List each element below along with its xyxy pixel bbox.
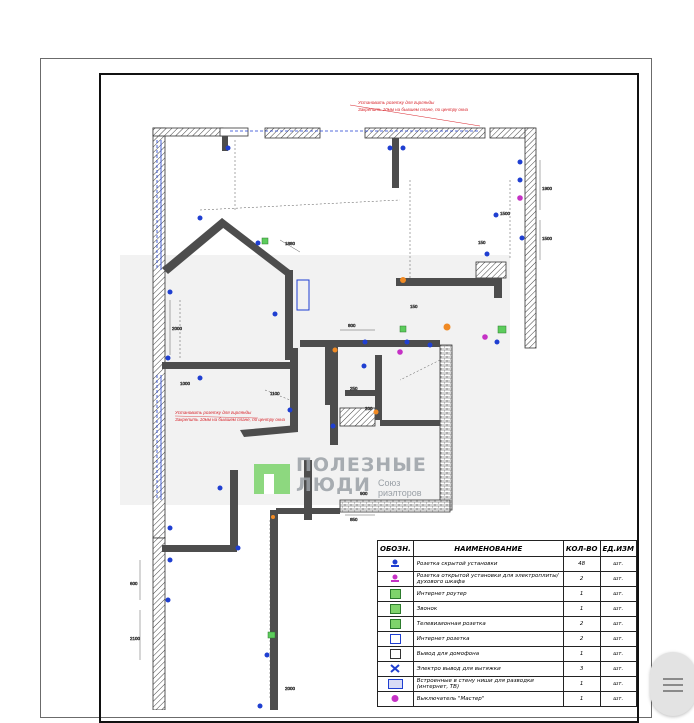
legend-header-row: ОБОЗН. НАИМЕНОВАНИЕ КОЛ-ВО ЕД.ИЗМ [377, 540, 638, 557]
svg-text:2000: 2000 [285, 686, 296, 691]
logo-house-icon [254, 464, 290, 494]
svg-text:850: 850 [350, 517, 358, 522]
watermark-word-2: ЛЮДИ [296, 474, 371, 496]
legend-item-unit: шт. [599, 586, 638, 602]
svg-text:Установить розетку для гирлянд: Установить розетку для гирлянды [358, 100, 435, 105]
svg-text:600: 600 [130, 581, 138, 586]
legend-item-name: Розетка открытой установки для электропл… [412, 571, 564, 587]
doorbell-icon [377, 601, 414, 617]
menu-line-icon [663, 678, 683, 680]
svg-text:200: 200 [365, 406, 373, 411]
magenta-socket-icon [377, 571, 414, 587]
intercom-icon [377, 646, 414, 662]
legend-item-qty: 1 [562, 601, 601, 617]
legend-item-qty: 1 [562, 691, 601, 707]
watermark-logo: ПОЛЕЗНЫЕ ЛЮДИ Союз риэлторов [254, 454, 444, 498]
legend-item-unit: шт. [599, 601, 638, 617]
legend-item-unit: шт. [599, 646, 638, 662]
magenta-markers [397, 195, 523, 355]
legend-row: Розетка открытой установки для электропл… [377, 571, 638, 587]
router-icon [377, 586, 414, 602]
legend-row: Розетка скрытой установки 48 шт. [377, 556, 638, 572]
legend-item-name: Электро вывод для вытяжки [412, 661, 564, 677]
tv-socket-icon [377, 616, 414, 632]
svg-text:Закрепить 10мм на бывшем плане: Закрепить 10мм на бывшем плане, по центр… [358, 107, 469, 112]
legend-item-qty: 3 [562, 661, 601, 677]
svg-text:Закрепить 10мм на бывшем плане: Закрепить 10мм на бывшем плане, по центр… [175, 417, 286, 422]
green-markers [261, 237, 507, 639]
cable-routes [179, 140, 511, 700]
legend-row: Звонок 1 шт. [377, 601, 638, 617]
legend-row: Встроенные в стену ниши для разводки (ин… [377, 676, 638, 692]
legend-row: Интернет роутер 1 шт. [377, 586, 638, 602]
legend-row: Телевизионная розетка 2 шт. [377, 616, 638, 632]
socket-markers [165, 145, 525, 709]
legend-item-unit: шт. [599, 691, 638, 707]
legend-row: Электро вывод для вытяжки 3 шт. [377, 661, 638, 677]
svg-text:800: 800 [348, 323, 356, 328]
legend-item-qty: 2 [562, 631, 601, 647]
watermark-word-1: ПОЛЕЗНЫЕ [296, 454, 427, 476]
watermark-sub-1: Союз [378, 478, 401, 488]
red-notes: Установить розетку для гирлянды Закрепит… [174, 100, 481, 422]
windows [156, 130, 480, 500]
legend-header-symbol: ОБОЗН. [377, 540, 414, 557]
menu-fab-button[interactable] [650, 652, 694, 716]
legend-item-name: Розетка скрытой установки [412, 556, 564, 572]
legend-item-qty: 2 [562, 616, 601, 632]
hood-outlet-icon [377, 661, 414, 677]
orange-markers [271, 277, 451, 519]
legend-item-unit: шт. [599, 631, 638, 647]
legend-row: Вывод для домофона 1 шт. [377, 646, 638, 662]
svg-text:2100: 2100 [130, 636, 141, 641]
legend-header-qty: КОЛ-ВО [562, 540, 601, 557]
legend-item-qty: 1 [562, 586, 601, 602]
legend-item-name: Интернет роутер [412, 586, 564, 602]
legend-item-qty: 48 [562, 556, 601, 572]
legend-item-qty: 2 [562, 571, 601, 587]
legend-item-unit: шт. [599, 661, 638, 677]
menu-line-icon [663, 690, 683, 692]
svg-text:900: 900 [360, 491, 368, 496]
svg-text:1100: 1100 [270, 391, 280, 396]
dimension-annotations: 1900 1500 2000 800 850 1880 600 2100 150… [130, 160, 553, 691]
legend-item-unit: шт. [599, 571, 638, 587]
svg-text:Установить розетку для гирлянд: Установить розетку для гирлянды [175, 410, 252, 415]
legend-item-name: Выключатель "Мастер" [412, 691, 564, 707]
legend-header-name: НАИМЕНОВАНИЕ [412, 540, 564, 557]
exterior-walls [152, 127, 537, 710]
legend-item-qty: 1 [562, 676, 601, 692]
media-box [296, 279, 310, 311]
legend-item-name: Телевизионная розетка [412, 616, 564, 632]
interior-walls [162, 136, 502, 710]
legend-header-unit: ЕД.ИЗМ [599, 540, 638, 557]
legend-item-name: Звонок [412, 601, 564, 617]
legend-item-name: Интернет розетка [412, 631, 564, 647]
legend-item-unit: шт. [599, 676, 638, 692]
legend-item-unit: шт. [599, 616, 638, 632]
svg-text:150: 150 [410, 304, 418, 309]
legend-table: ОБОЗН. НАИМЕНОВАНИЕ КОЛ-ВО ЕД.ИЗМ Розетк… [377, 540, 638, 707]
watermark-sub-2: риэлторов [378, 488, 422, 498]
legend-row: Выключатель "Мастер" 1 шт. [377, 691, 638, 707]
svg-text:150: 150 [478, 240, 486, 245]
menu-line-icon [663, 684, 683, 686]
svg-text:1880: 1880 [285, 241, 296, 246]
svg-text:1500: 1500 [542, 236, 553, 241]
svg-text:1000: 1000 [180, 381, 191, 386]
svg-text:1900: 1900 [542, 186, 553, 191]
legend-row: Интернет розетка 2 шт. [377, 631, 638, 647]
legend-item-name: Встроенные в стену ниши для разводки (ин… [412, 676, 564, 692]
internet-socket-icon [377, 631, 414, 647]
media-box-icon [377, 676, 414, 692]
svg-text:1500: 1500 [500, 211, 511, 216]
legend-item-name: Вывод для домофона [412, 646, 564, 662]
svg-text:2000: 2000 [172, 326, 183, 331]
legend-item-unit: шт. [599, 556, 638, 572]
blue-socket-icon [377, 556, 414, 572]
master-switch-icon [377, 691, 414, 707]
legend-item-qty: 1 [562, 646, 601, 662]
svg-text:250: 250 [350, 386, 358, 391]
